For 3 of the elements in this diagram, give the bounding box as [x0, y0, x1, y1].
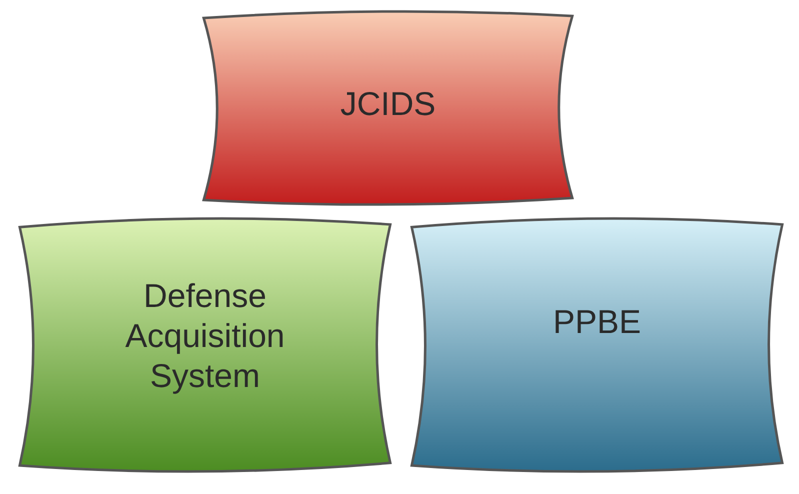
panel-label: Defense Acquisition System	[124, 276, 286, 396]
panel-label: JCIDS	[339, 84, 437, 124]
panel-label: PPBE	[552, 302, 642, 342]
